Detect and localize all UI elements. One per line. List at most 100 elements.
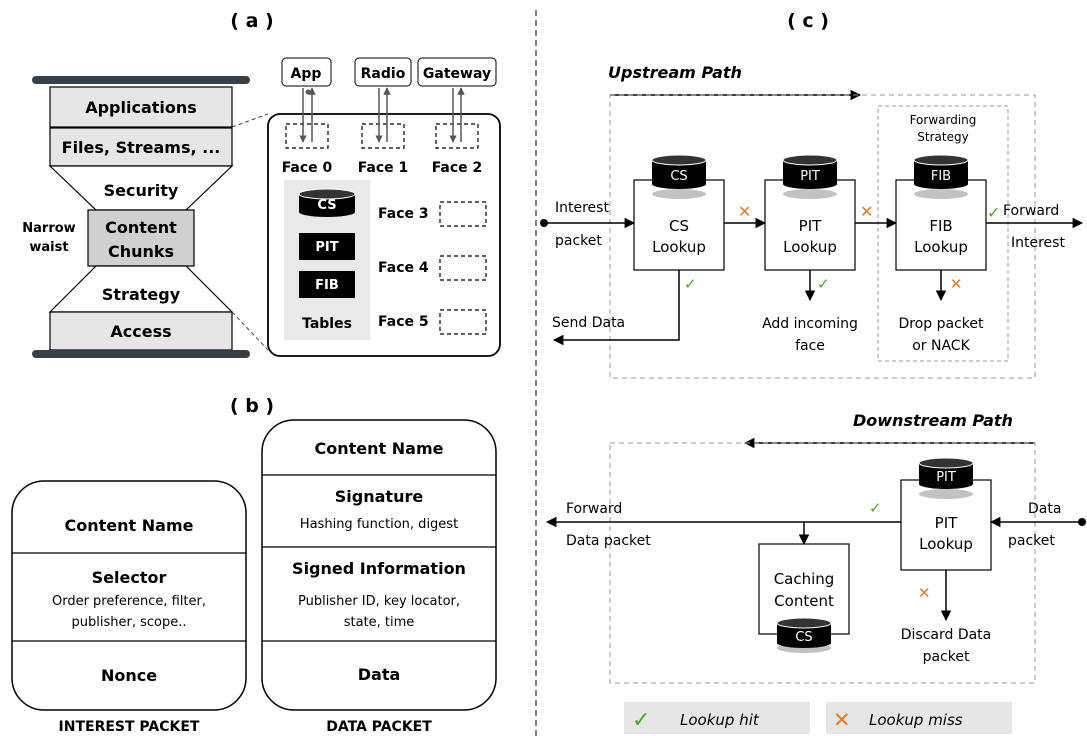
data-content-name: Content Name <box>315 439 444 458</box>
data-data-field: Data <box>358 665 401 684</box>
face-0-box <box>285 123 329 149</box>
cs-cylinder-icon: CS <box>651 154 707 189</box>
app-box <box>281 57 332 87</box>
layer-strategy-label: Strategy <box>102 285 181 304</box>
hourglass-bottom-bar <box>32 350 250 358</box>
layer-files-streams-label: Files, Streams, ... <box>62 138 221 157</box>
data-signed-info-title: Signed Information <box>292 559 466 578</box>
panel-b: ( b ) Content Name Selector Order prefer… <box>11 395 497 735</box>
panel-c-label: ( c ) <box>787 10 829 32</box>
face-4-label: Face 4 <box>378 260 429 276</box>
zoom-line-bottom <box>231 311 269 351</box>
upstream-boundary <box>609 94 1036 379</box>
panel-a: ( a ) Applications Files, Streams, ... S… <box>22 10 501 358</box>
data-signature-title: Signature <box>335 487 424 506</box>
app-box-label: App <box>291 66 322 82</box>
face-3-box <box>439 201 487 227</box>
pit-down-miss-mark: ✕ <box>918 584 931 602</box>
interest-selector-title: Selector <box>92 568 167 587</box>
interest-content-name: Content Name <box>65 516 194 535</box>
svg-text:PIT: PIT <box>800 169 820 184</box>
interest-selector-desc: Order preference, filter,publisher, scop… <box>52 594 206 630</box>
svg-text:PIT: PIT <box>936 470 956 485</box>
pit-cylinder-icon: PIT <box>782 154 838 189</box>
face-2-box <box>435 123 479 149</box>
app-face-dot <box>305 89 311 95</box>
data-signed-info-desc: Publisher ID, key locator,state, time <box>298 594 460 630</box>
interest-nonce: Nonce <box>101 666 157 685</box>
pit-table-label: PIT <box>315 240 338 255</box>
legend-hit-box <box>624 702 810 734</box>
fib-cylinder-icon: FIB <box>913 154 969 189</box>
fib-miss-mark: ✕ <box>950 275 963 293</box>
layer-applications <box>49 86 233 128</box>
gateway-box-label: Gateway <box>423 66 491 82</box>
downstream-title: Downstream Path <box>853 411 1013 430</box>
legend-hit-label: Lookup hit <box>680 711 760 729</box>
cs-miss-mark: ✕ <box>738 202 751 221</box>
tables-label: Tables <box>302 316 352 332</box>
cs-table-icon: CS <box>298 188 356 217</box>
zoom-line-top <box>231 113 269 128</box>
send-data-label: Send Data <box>552 315 625 331</box>
pit-hit-mark: ✓ <box>817 275 830 293</box>
legend-miss-icon: ✕ <box>833 708 851 732</box>
face-4-box <box>439 255 487 281</box>
layer-access <box>49 311 233 351</box>
send-data-arrow <box>552 270 680 346</box>
data-packet-box <box>261 419 497 711</box>
cs-hit-mark: ✓ <box>684 275 697 293</box>
downstream-boundary <box>609 442 1036 684</box>
fib-hit-mark: ✓ <box>987 203 1000 222</box>
face-3-label: Face 3 <box>378 206 429 222</box>
cs-cache-cylinder-icon: CS <box>776 617 832 648</box>
face-5-box <box>439 309 487 335</box>
legend-hit-icon: ✓ <box>632 708 650 733</box>
pit-miss-mark: ✕ <box>860 202 873 221</box>
pit-down-hit-mark: ✓ <box>869 499 882 517</box>
hourglass-top-bar <box>32 76 250 84</box>
pit-down-cylinder-icon: PIT <box>918 457 974 489</box>
layer-access-label: Access <box>110 322 171 341</box>
layer-applications-label: Applications <box>85 98 197 117</box>
face-5-label: Face 5 <box>378 314 429 330</box>
legend-miss-label: Lookup miss <box>869 711 963 729</box>
face-1-label: Face 1 <box>358 160 409 176</box>
data-signature-desc: Hashing function, digest <box>300 517 458 532</box>
forwarding-strategy-boundary <box>877 105 1009 362</box>
panel-b-label: ( b ) <box>230 395 274 417</box>
radio-box-label: Radio <box>361 66 406 82</box>
legend-miss-box <box>826 702 1012 734</box>
panel-a-label: ( a ) <box>230 10 273 32</box>
cs-table-label: CS <box>317 198 336 213</box>
fib-table-icon <box>299 271 355 298</box>
svg-text:CS: CS <box>795 630 812 645</box>
layer-security-label: Security <box>104 181 179 200</box>
data-packet-caption: DATA PACKET <box>326 719 432 735</box>
svg-text:CS: CS <box>670 169 687 184</box>
interest-packet-caption: INTEREST PACKET <box>59 719 200 735</box>
face-1-box <box>361 123 405 149</box>
upstream-title: Upstream Path <box>608 63 742 82</box>
face-0-label: Face 0 <box>282 160 333 176</box>
face-2-label: Face 2 <box>432 160 483 176</box>
interest-packet-box <box>11 480 247 711</box>
gateway-box <box>417 57 497 87</box>
pit-table-icon <box>299 233 355 260</box>
